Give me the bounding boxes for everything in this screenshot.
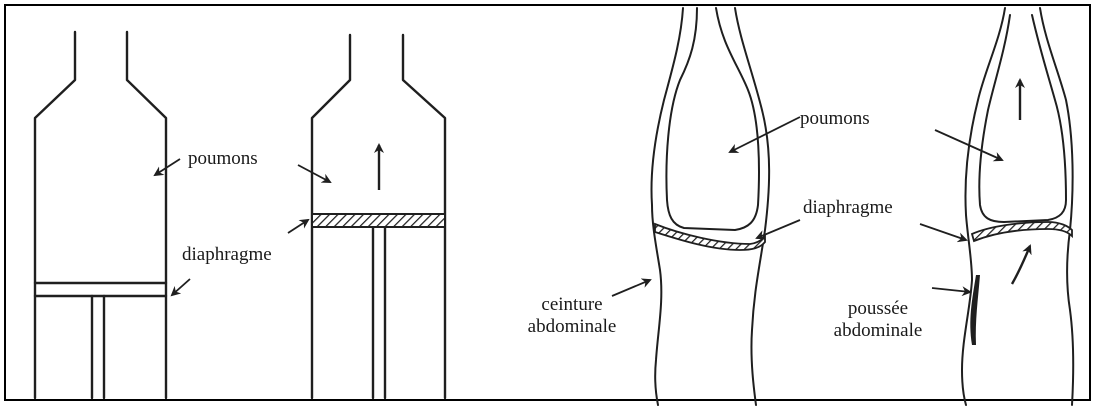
- bottle-rest-right-wall: [127, 32, 166, 398]
- diaphragm-push-hatched: [972, 222, 1072, 241]
- label-belt-line1: ceinture: [520, 294, 624, 316]
- label-push-line1: poussée: [826, 298, 930, 320]
- label-belt: ceinture abdominale: [520, 294, 624, 338]
- bottle-rest-left-wall: [35, 32, 75, 398]
- label-lungs-right: poumons: [800, 108, 870, 130]
- arrow-diaphragm-middle: [288, 220, 308, 233]
- diaphragm-rest-hatched: [655, 224, 765, 250]
- torso-rest: [652, 8, 770, 405]
- lung-rest-outline: [666, 8, 759, 230]
- label-push-line2: abdominale: [826, 320, 930, 342]
- arrow-push-curve: [1012, 246, 1030, 284]
- arrow-diaphragm-torso-rest: [757, 220, 800, 238]
- torso-rest-right-edge: [735, 8, 769, 405]
- arrow-lungs-middle: [298, 165, 330, 182]
- arrow-push-band: [932, 288, 970, 292]
- label-diaphragm-left: diaphragme: [182, 244, 272, 266]
- label-lungs-left: poumons: [188, 148, 258, 170]
- label-belt-line2: abdominale: [520, 316, 624, 338]
- bottle-model-rest: [35, 32, 166, 398]
- diaphragm-inhale-hatched: [312, 214, 445, 227]
- torso-push: [962, 8, 1073, 405]
- label-push: poussée abdominale: [826, 298, 930, 342]
- arrow-diaphragm-torso-push: [920, 224, 966, 240]
- arrow-lungs-left: [155, 159, 180, 175]
- label-diaphragm-right: diaphragme: [803, 197, 893, 219]
- arrow-diaphragm-left: [172, 279, 190, 295]
- lung-push-outline: [979, 15, 1066, 222]
